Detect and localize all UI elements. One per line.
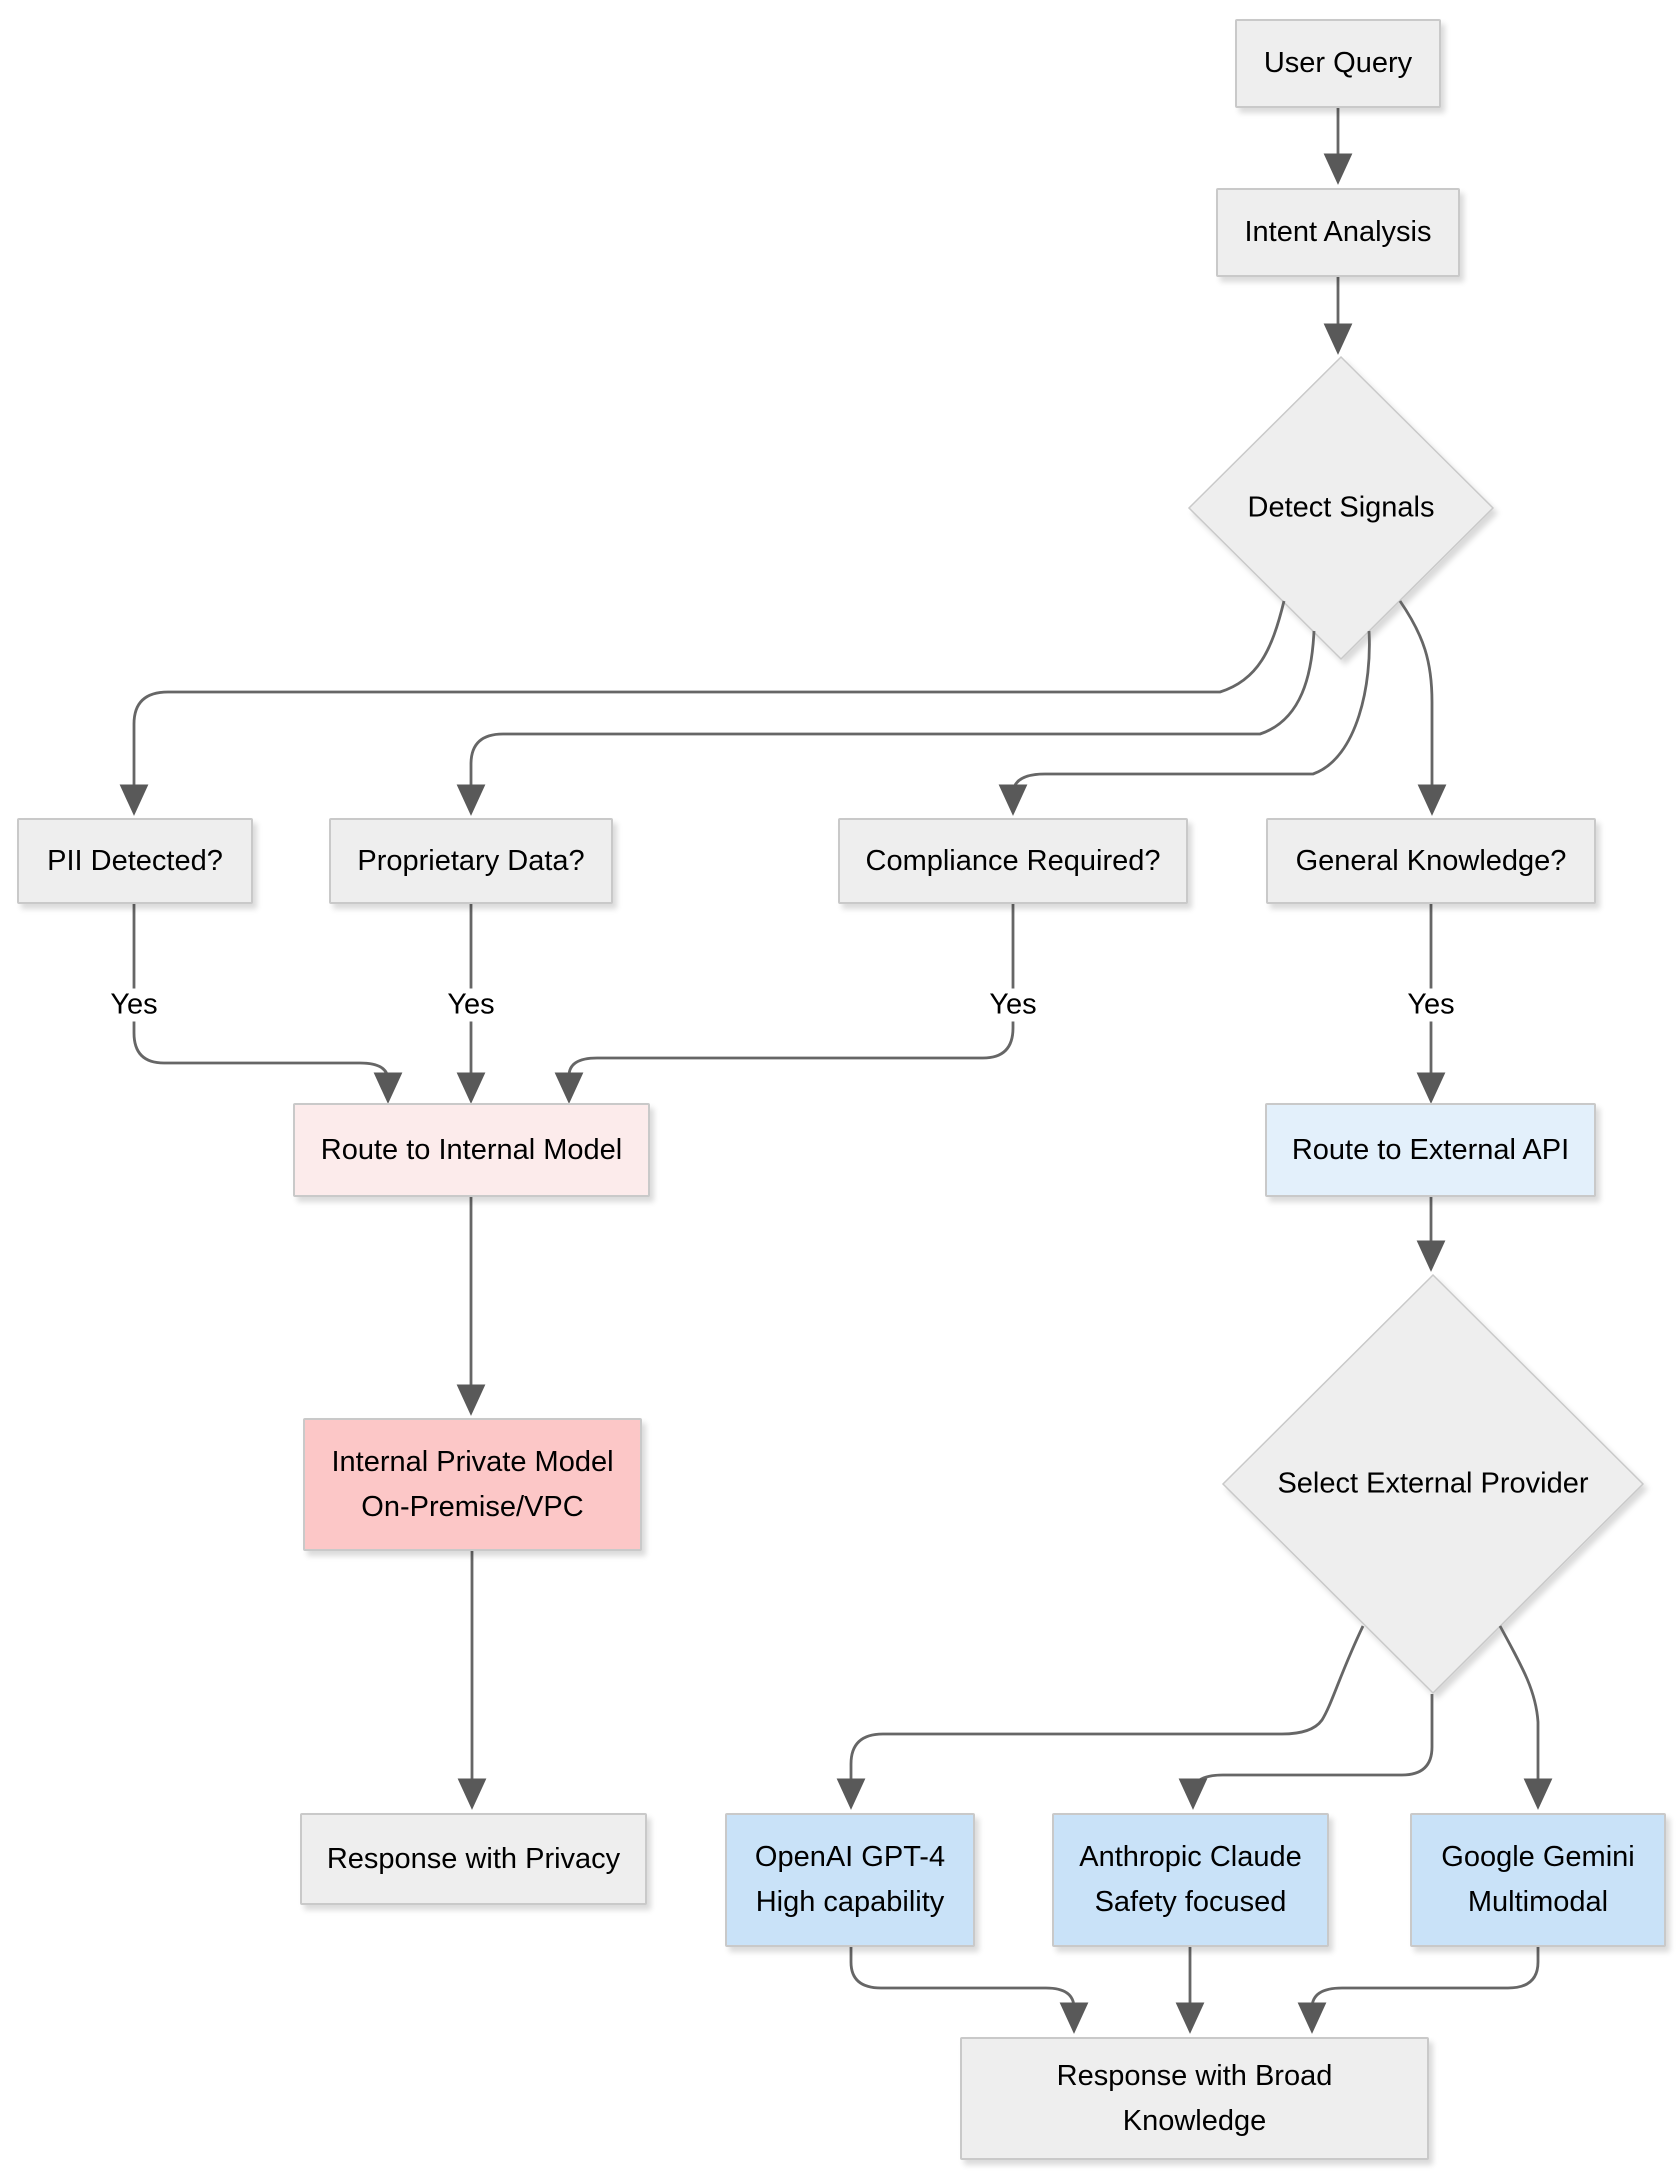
node-route-external-label: Route to External API	[1291, 1133, 1570, 1166]
node-anthropic-claude: Anthropic Claude Safety focused	[1052, 1813, 1329, 1947]
node-google-gemini: Google Gemini Multimodal	[1410, 1813, 1666, 1947]
node-google-gemini-label: Google Gemini Multimodal	[1441, 1841, 1635, 1918]
node-user-query: User Query	[1235, 19, 1441, 108]
edge-gemini-to-response-broad	[1297, 1947, 1540, 2034]
edge-select-provider-to-openai	[836, 1625, 1365, 1810]
node-select-external-provider-label: Select External Provider	[1277, 1467, 1589, 1500]
node-select-external-provider-shape	[1221, 1273, 1645, 1695]
node-openai-gpt4-label: OpenAI GPT-4 High capability	[754, 1841, 946, 1918]
node-response-privacy-label: Response with Privacy	[326, 1842, 621, 1875]
node-response-broad: Response with Broad Knowledge	[960, 2037, 1429, 2160]
edge-compliance-yes-to-route-internal	[554, 904, 1015, 1104]
node-intent-analysis-label: Intent Analysis	[1244, 216, 1432, 249]
node-intent-analysis: Intent Analysis	[1216, 188, 1460, 277]
edge-label-general-yes: Yes	[1399, 988, 1463, 1022]
node-route-internal-label: Route to Internal Model	[320, 1133, 623, 1166]
edge-select-provider-to-anthropic	[1178, 1694, 1434, 1810]
edge-label-pii-yes: Yes	[102, 988, 166, 1022]
node-proprietary-data: Proprietary Data?	[329, 818, 613, 904]
edge-openai-to-response-broad	[849, 1947, 1089, 2034]
node-detect-signals-label: Detect Signals	[1247, 491, 1435, 524]
edge-label-proprietary-yes: Yes	[439, 988, 503, 1022]
edge-select-provider-to-gemini	[1498, 1625, 1553, 1810]
node-response-broad-label: Response with Broad Knowledge	[1056, 2059, 1333, 2137]
node-general-knowledge: General Knowledge?	[1266, 818, 1596, 904]
edge-detect-signals-to-pii	[119, 600, 1286, 816]
edge-detect-signals-to-compliance	[998, 630, 1371, 816]
edge-label-compliance-yes: Yes	[981, 988, 1045, 1022]
node-proprietary-data-label: Proprietary Data?	[357, 844, 585, 877]
node-route-external: Route to External API	[1265, 1103, 1596, 1197]
node-openai-gpt4: OpenAI GPT-4 High capability	[725, 1813, 975, 1947]
edge-detect-signals-to-general	[1398, 600, 1447, 816]
edge-pii-yes-to-route-internal	[132, 904, 403, 1104]
node-detect-signals-shape	[1187, 355, 1495, 661]
node-internal-private-model-label: Internal Private Model On-Premise/VPC	[331, 1445, 614, 1523]
node-compliance-required: Compliance Required?	[838, 818, 1188, 904]
node-route-internal: Route to Internal Model	[293, 1103, 650, 1197]
node-pii-detected-label: PII Detected?	[47, 844, 223, 877]
edge-detect-signals-to-proprietary	[456, 630, 1316, 816]
node-pii-detected: PII Detected?	[17, 818, 253, 904]
node-general-knowledge-label: General Knowledge?	[1295, 844, 1567, 877]
node-compliance-required-label: Compliance Required?	[865, 844, 1161, 877]
node-response-privacy: Response with Privacy	[300, 1813, 647, 1905]
node-anthropic-claude-label: Anthropic Claude Safety focused	[1079, 1841, 1302, 1918]
node-internal-private-model: Internal Private Model On-Premise/VPC	[303, 1418, 642, 1551]
node-user-query-label: User Query	[1263, 47, 1413, 80]
